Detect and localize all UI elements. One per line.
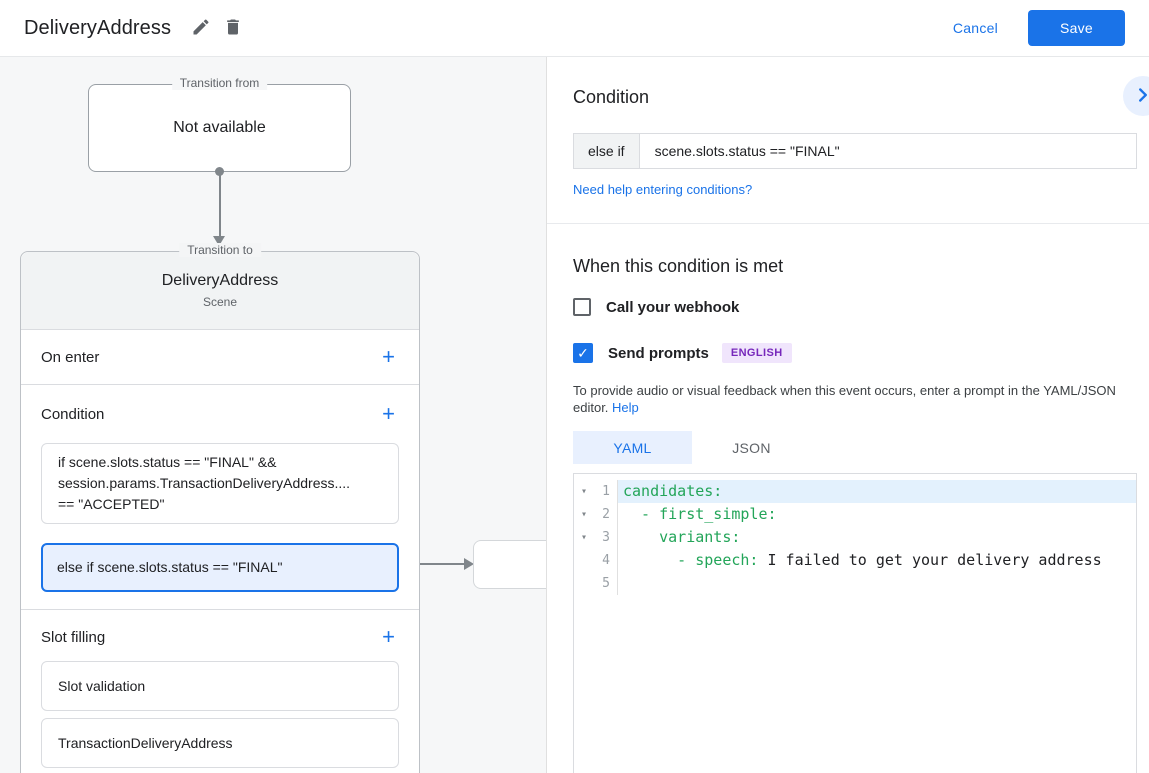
transition-from-value: Not available	[173, 119, 266, 136]
line-number: 5	[594, 572, 618, 595]
line-number: 2	[594, 503, 618, 526]
fold-arrow-icon[interactable]: ▾	[580, 532, 588, 543]
yaml-key: candidates:	[623, 482, 723, 500]
trash-icon	[223, 17, 243, 40]
transition-target-node[interactable]	[473, 540, 546, 589]
condition-line: else if scene.slots.status == "FINAL"	[57, 559, 283, 575]
send-prompts-row: ✓ Send prompts ENGLISH	[573, 343, 1137, 363]
arrow-right-icon	[464, 558, 474, 570]
scene-card-header[interactable]: Transition to DeliveryAddress Scene	[21, 243, 419, 330]
slot-filling-label: Slot filling	[41, 628, 106, 646]
scene-card: Transition to DeliveryAddress Scene On e…	[20, 243, 420, 773]
panel-title: Condition	[573, 87, 650, 107]
tab-yaml[interactable]: YAML	[573, 431, 692, 464]
yaml-code-editor[interactable]: ▾ 1 candidates: ▾ 2 - first_simple: ▾ 3 …	[573, 473, 1137, 773]
help-link[interactable]: Help	[612, 400, 639, 415]
transition-to-legend: Transition to	[179, 243, 261, 257]
fold-spacer	[574, 572, 594, 595]
condition-line: == "ACCEPTED"	[58, 496, 165, 512]
yaml-key: - first_simple:	[623, 505, 777, 523]
condition-line: if scene.slots.status == "FINAL" &&	[58, 454, 277, 470]
connector-line	[219, 172, 221, 236]
condition-expression-input[interactable]	[638, 133, 1137, 169]
fold-arrow-icon[interactable]: ▾	[580, 509, 588, 520]
prompt-description: To provide audio or visual feedback when…	[573, 382, 1135, 416]
code-line: ▾ 2 - first_simple:	[574, 503, 1136, 526]
chevron-right-icon	[1132, 84, 1149, 109]
yaml-key: - speech:	[623, 551, 768, 569]
code-text: - first_simple:	[618, 503, 1136, 526]
code-text: - speech: I failed to get your delivery …	[618, 549, 1136, 572]
tab-json[interactable]: JSON	[692, 431, 811, 464]
connector-line	[400, 563, 464, 565]
check-icon: ✓	[577, 344, 589, 361]
condition-editor-panel: Condition else if Need help entering con…	[546, 57, 1149, 773]
condition-section: Condition + if scene.slots.status == "FI…	[21, 385, 419, 610]
code-line: ▾ 1 candidates:	[574, 480, 1136, 503]
scene-diagram-canvas: Transition from Not available Transition…	[0, 57, 546, 773]
transition-from-node: Transition from Not available	[88, 76, 351, 172]
code-line: ▾ 3 variants:	[574, 526, 1136, 549]
line-number: 4	[594, 549, 618, 572]
condition-help-link[interactable]: Need help entering conditions?	[573, 182, 753, 197]
line-number: 3	[594, 526, 618, 549]
code-text	[618, 572, 1136, 595]
condition-item-if[interactable]: if scene.slots.status == "FINAL" && sess…	[41, 443, 399, 524]
add-condition-button[interactable]: +	[378, 401, 399, 427]
collapse-panel-button[interactable]	[1123, 76, 1149, 116]
cancel-button[interactable]: Cancel	[937, 12, 1014, 44]
fold-spacer	[574, 549, 594, 572]
edit-name-button[interactable]	[185, 12, 217, 44]
fold-arrow-icon[interactable]: ▾	[580, 486, 588, 497]
save-button[interactable]: Save	[1028, 10, 1125, 46]
yaml-value: I failed to get your delivery address	[767, 551, 1102, 569]
condition-section-label: Condition	[41, 405, 105, 423]
top-bar: DeliveryAddress Cancel Save	[0, 0, 1149, 57]
on-enter-label: On enter	[41, 348, 100, 366]
webhook-row: Call your webhook	[573, 298, 1137, 316]
call-webhook-label[interactable]: Call your webhook	[606, 298, 740, 316]
language-badge: ENGLISH	[721, 343, 792, 363]
send-prompts-label[interactable]: Send prompts	[608, 344, 709, 362]
add-on-enter-button[interactable]: +	[378, 344, 399, 370]
condition-item-elseif-selected[interactable]: else if scene.slots.status == "FINAL"	[41, 543, 399, 592]
condition-expression-row: else if	[573, 133, 1137, 169]
call-webhook-checkbox[interactable]	[573, 298, 591, 316]
slot-item-validation[interactable]: Slot validation	[41, 661, 399, 711]
when-condition-met-title: When this condition is met	[573, 256, 784, 276]
pencil-icon	[191, 17, 211, 40]
condition-line: session.params.TransactionDeliveryAddres…	[58, 475, 351, 491]
send-prompts-checkbox[interactable]: ✓	[573, 343, 593, 363]
prompt-description-text: To provide audio or visual feedback when…	[573, 383, 1116, 415]
add-slot-button[interactable]: +	[378, 624, 399, 650]
transition-from-legend: Transition from	[171, 76, 268, 90]
arrow-down-icon	[213, 236, 225, 246]
code-line: 4 - speech: I failed to get your deliver…	[574, 549, 1136, 572]
scene-type-label: Scene	[202, 295, 238, 309]
line-number: 1	[594, 480, 618, 503]
code-text: variants:	[618, 526, 1136, 549]
slot-item-transaction-delivery-address[interactable]: TransactionDeliveryAddress	[41, 718, 399, 768]
delete-scene-button[interactable]	[217, 12, 249, 44]
editor-format-tabs: YAML JSON	[573, 431, 1137, 464]
section-divider	[547, 223, 1149, 224]
code-text: candidates:	[618, 480, 1136, 503]
yaml-key: variants:	[623, 528, 741, 546]
code-line: 5	[574, 572, 1136, 595]
connector-dot	[215, 167, 224, 176]
on-enter-section: On enter +	[21, 330, 419, 385]
page-title: DeliveryAddress	[24, 16, 172, 39]
condition-prefix: else if	[573, 133, 639, 169]
slot-filling-section: Slot filling + Slot validation Transacti…	[21, 610, 419, 773]
scene-name: DeliveryAddress	[161, 272, 279, 289]
